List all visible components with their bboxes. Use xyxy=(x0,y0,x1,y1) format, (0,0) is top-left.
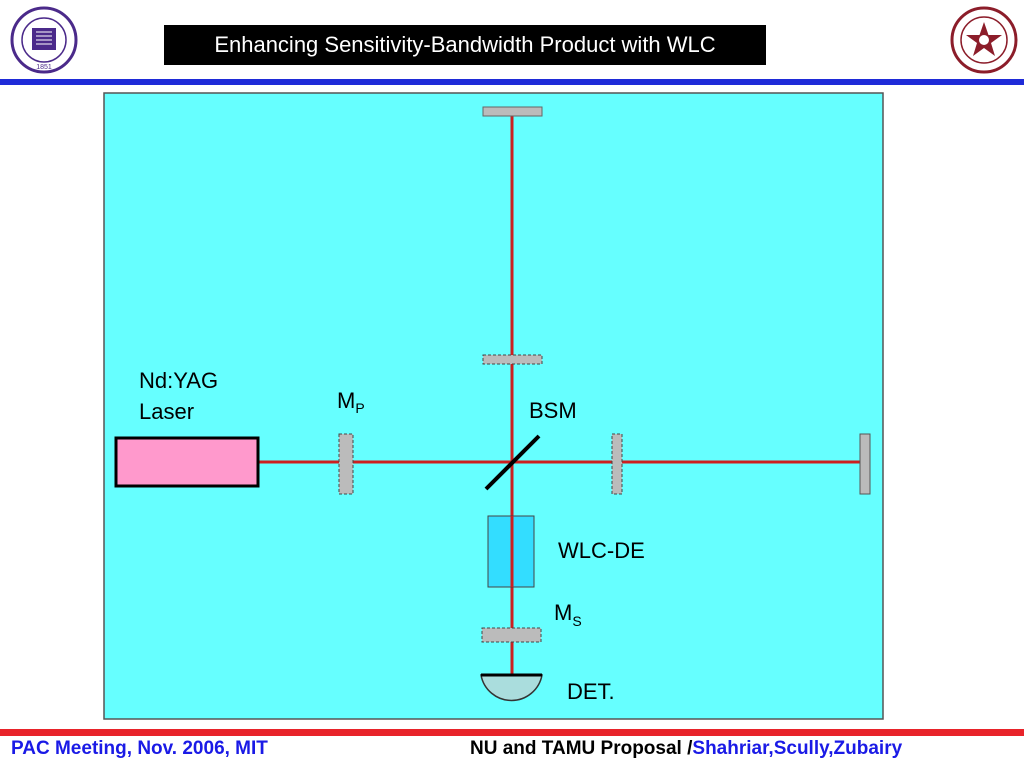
beam-splitter-mirror xyxy=(484,434,541,491)
mp-mirror xyxy=(338,433,354,495)
footer-proposal: NU and TAMU Proposal /Shahriar,Scully,Zu… xyxy=(470,738,902,760)
detector xyxy=(480,674,543,702)
mp-label: MP xyxy=(337,388,365,416)
page-title: Enhancing Sensitivity-Bandwidth Product … xyxy=(164,25,766,65)
texas-am-seal-icon xyxy=(950,6,1018,79)
header-rule xyxy=(0,79,1024,85)
ms-label: MS xyxy=(554,600,582,629)
wlc-de-label: WLC-DE xyxy=(558,538,645,563)
footer-rule xyxy=(0,729,1024,736)
ms-mirror xyxy=(481,627,542,643)
northwestern-seal-icon: 1851 xyxy=(10,6,78,79)
footer-meeting: PAC Meeting, Nov. 2006, MIT xyxy=(11,738,268,759)
right-end-mirror xyxy=(859,433,871,495)
seal-year: 1851 xyxy=(36,64,52,71)
diagram-background xyxy=(103,92,884,720)
footer-proposal-text: NU and TAMU Proposal / xyxy=(470,738,693,759)
laser-label-line1: Nd:YAG xyxy=(139,368,218,393)
bsm-label: BSM xyxy=(529,398,577,423)
top-end-mirror xyxy=(482,106,543,117)
laser-label-line2: Laser xyxy=(139,399,194,424)
right-cavity-mirror xyxy=(611,433,623,495)
nd-yag-laser xyxy=(114,436,260,488)
det-label: DET. xyxy=(567,679,615,704)
footer-authors: Shahriar,Scully,Zubairy xyxy=(692,738,903,759)
upper-cavity-mirror xyxy=(482,354,543,365)
